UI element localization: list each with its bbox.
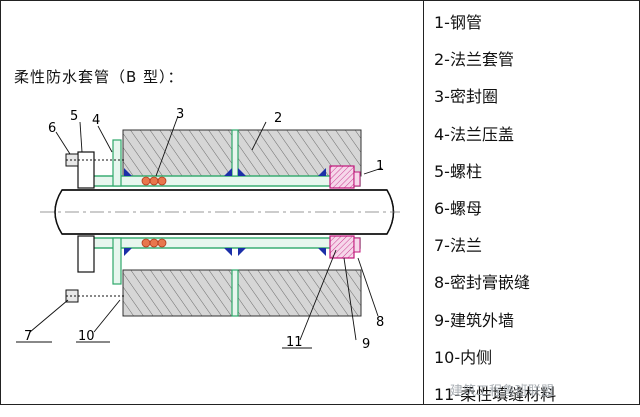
callout-11: 11: [286, 335, 303, 350]
wall-lower: [122, 269, 362, 317]
callout-1: 1: [376, 159, 384, 174]
legend-item: 9-建筑外墙: [434, 310, 514, 330]
callout-10: 10: [78, 329, 95, 344]
sealing-rings-upper: [141, 176, 167, 186]
gland-upper: [77, 151, 95, 189]
callout-5: 5: [70, 109, 78, 124]
legend-list: 1-钢管 2-法兰套管 3-密封圈 4-法兰压盖 5-螺柱 6-螺母 7-法兰 …: [434, 8, 634, 417]
leader-lines: [16, 115, 383, 349]
sealant-joint-upper: [329, 165, 355, 189]
figure: 柔性防水套管（B 型）：: [0, 0, 640, 405]
blue-seals: [124, 168, 326, 256]
sleeve-drawing: 1 2 3 4 5 6 7 8 9 10 11: [16, 107, 400, 352]
legend-item: 2-法兰套管: [434, 50, 514, 70]
flange-sleeve-lower: [91, 237, 361, 249]
callout-9: 9: [362, 337, 370, 352]
figure-title: 柔性防水套管（B 型）：: [14, 68, 184, 86]
legend-item: 8-密封膏嵌缝: [434, 273, 530, 293]
legend-item: 3-密封圈: [434, 87, 498, 107]
callout-8: 8: [376, 315, 384, 330]
callout-7: 7: [24, 329, 32, 344]
column-divider: [423, 0, 424, 405]
watermark: 建筑工程鲁班联盟: [450, 384, 555, 399]
legend-item: 11-柔性填缝材料: [434, 384, 557, 404]
sealant-joint-lower: [329, 235, 355, 259]
legend-item: 6-螺母: [434, 198, 482, 218]
wall-upper: [122, 129, 362, 177]
sealing-rings-lower: [141, 238, 167, 248]
water-stop-upper: [231, 129, 239, 177]
water-stop-lower: [231, 269, 239, 317]
flange-plate-lower: [112, 237, 122, 285]
callout-6: 6: [48, 121, 56, 136]
gland-lower: [77, 235, 95, 273]
legend-item: 5-螺柱: [434, 161, 482, 181]
callout-3: 3: [176, 107, 184, 122]
flange-plate-upper: [112, 139, 122, 187]
callout-2: 2: [274, 111, 282, 126]
flange-right-upper: [353, 171, 361, 187]
legend-item: 10-内侧: [434, 347, 493, 367]
legend-item: 1-钢管: [434, 13, 482, 32]
callout-4: 4: [92, 113, 100, 128]
flange-right-lower: [353, 237, 361, 253]
legend-item: 4-法兰压盖: [434, 124, 514, 144]
legend-item: 7-法兰: [434, 236, 482, 256]
flange-sleeve-upper: [91, 175, 361, 187]
